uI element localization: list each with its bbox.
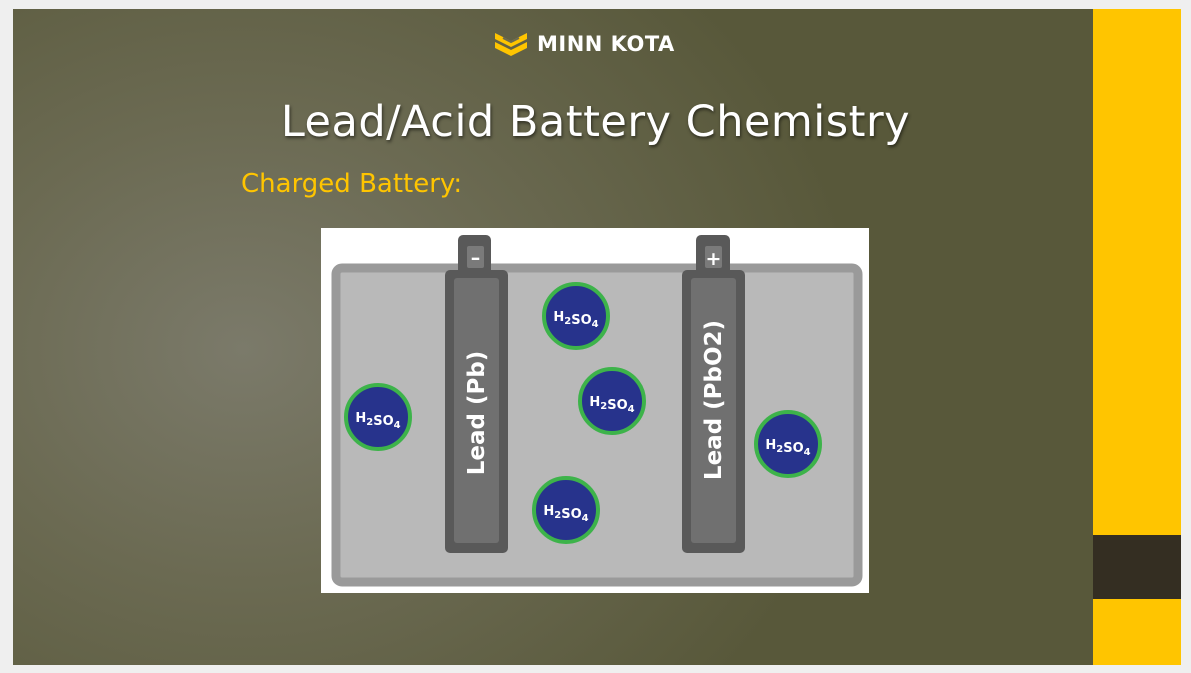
positive-plate-label: Lead (PbO2) <box>701 320 727 480</box>
h2so4-molecule: H2SO4 <box>542 282 610 350</box>
negative-plate-inner <box>454 278 499 543</box>
molecule-circle <box>532 476 600 544</box>
negative-terminal-sign: – <box>471 247 481 269</box>
h2so4-molecule: H2SO4 <box>578 367 646 435</box>
molecule-circle <box>754 410 822 478</box>
accent-stripe-bottom <box>1093 599 1181 665</box>
accent-stripe-middle <box>1093 535 1181 599</box>
molecule-label: H2SO4 <box>355 411 400 431</box>
slide-subtitle: Charged Battery: <box>241 169 463 199</box>
slide-title: Lead/Acid Battery Chemistry <box>280 97 911 147</box>
molecule-circle <box>542 282 610 350</box>
molecule-label: H2SO4 <box>589 395 634 415</box>
molecule-label: H2SO4 <box>543 504 588 524</box>
brand-logo: MINN KOTA <box>493 27 675 61</box>
positive-terminal-sign: + <box>706 248 722 270</box>
molecule-circle <box>578 367 646 435</box>
negative-plate-label: Lead (Pb) <box>464 351 490 476</box>
brand-mark-icon <box>495 33 527 56</box>
brand-name: MINN KOTA <box>537 32 675 56</box>
molecule-circle <box>344 383 412 451</box>
h2so4-molecule: H2SO4 <box>754 410 822 478</box>
negative-terminal-cap <box>467 246 484 268</box>
negative-plate: – Lead (Pb) <box>445 235 508 553</box>
molecule-label: H2SO4 <box>553 310 598 330</box>
slide: MINN KOTA Lead/Acid Battery Chemistry Ch… <box>13 9 1181 665</box>
positive-plate: + Lead (PbO2) <box>682 235 745 553</box>
molecule-label: H2SO4 <box>765 438 810 458</box>
positive-terminal-cap <box>705 246 722 268</box>
positive-plate-inner <box>691 278 736 543</box>
battery-svg: – Lead (Pb) + Lead (PbO2) H2SO4H2SO4H2SO… <box>331 235 863 587</box>
h2so4-molecule: H2SO4 <box>344 383 412 451</box>
accent-stripe-top <box>1093 9 1181 535</box>
h2so4-molecule: H2SO4 <box>532 476 600 544</box>
